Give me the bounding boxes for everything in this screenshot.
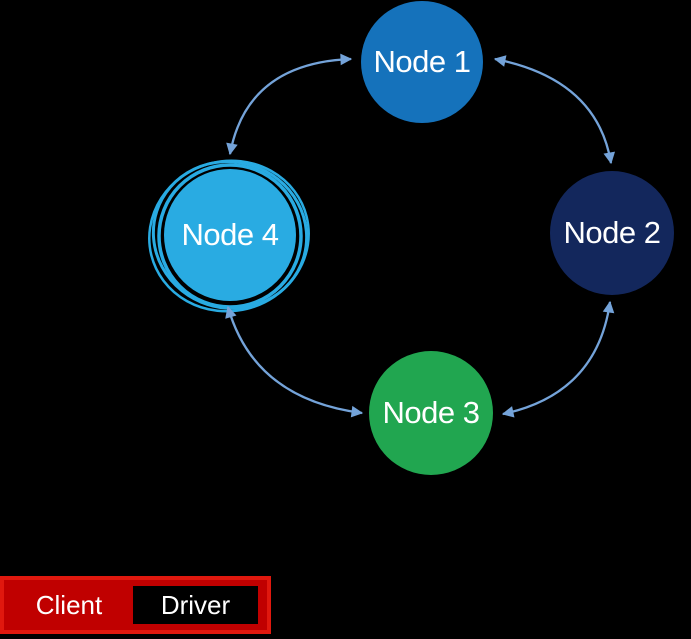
client-label: Client	[35, 589, 103, 620]
arrow-node2-node3	[501, 300, 615, 418]
arrow-node1-node2	[493, 55, 616, 165]
node-2-label: Node 2	[563, 215, 661, 250]
driver-box: Driver	[133, 586, 258, 624]
arrow-node4-node3	[225, 305, 364, 418]
node-1-label: Node 1	[373, 44, 471, 79]
node-4-label: Node 4	[181, 217, 279, 252]
node-2: Node 2	[550, 171, 674, 295]
node-1: Node 1	[361, 1, 483, 123]
node-4: Node 4	[164, 169, 296, 301]
arrow-node4-node1	[226, 53, 353, 156]
node-3: Node 3	[369, 351, 493, 475]
driver-label: Driver	[160, 589, 231, 620]
node-3-label: Node 3	[382, 395, 480, 430]
client-driver-legend: Client Driver	[0, 576, 271, 634]
